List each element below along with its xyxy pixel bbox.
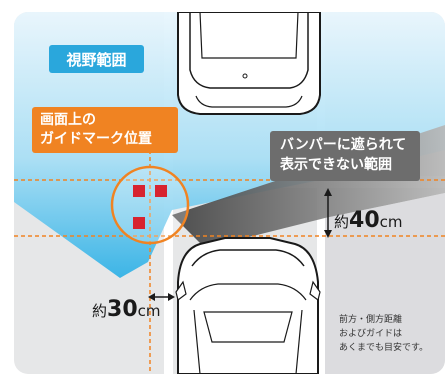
field-of-view-area [14,12,445,278]
disclaimer-line1: 前方・側方距離 [339,315,403,325]
blocked-area-label-line1: バンパーに遮られて [280,137,407,153]
field-of-view-label: 視野範囲 [49,45,144,73]
guide-mark-square [133,217,145,229]
disclaimer-line2: およびガイドは [339,329,403,339]
front-distance-arrow [324,188,332,238]
side-distance-label: 約30cm [92,297,161,322]
guide-mark-circle [110,165,190,245]
guide-mark-label-line1: 画面上の [40,112,96,128]
disclaimer-line3: あくまでも目安です。 [339,343,429,353]
guide-mark-square [133,185,145,197]
front-distance-value: 40 [349,208,380,233]
front-distance-prefix: 約 [334,213,350,231]
blocked-area-lower [325,193,445,374]
blocked-area-label-line2: 表示できない範囲 [280,157,392,173]
guide-mark-label: 画面上の ガイドマーク位置 [32,107,178,153]
disclaimer-note: 前方・側方距離 およびガイドは あくまでも目安です。 [339,313,445,355]
side-distance-arrow [148,293,175,301]
side-distance-value: 30 [107,297,138,322]
guide-mark-label-line2: ガイドマーク位置 [40,131,152,147]
side-distance-prefix: 約 [92,302,108,320]
parked-car-top [177,12,321,115]
guide-mark-square [155,185,167,197]
side-distance-unit: cm [137,302,161,320]
blocked-area-label: バンパーに遮られて 表示できない範囲 [270,131,420,181]
own-car [175,237,321,374]
front-distance-unit: cm [379,213,403,231]
front-distance-label: 約40cm [334,208,403,233]
